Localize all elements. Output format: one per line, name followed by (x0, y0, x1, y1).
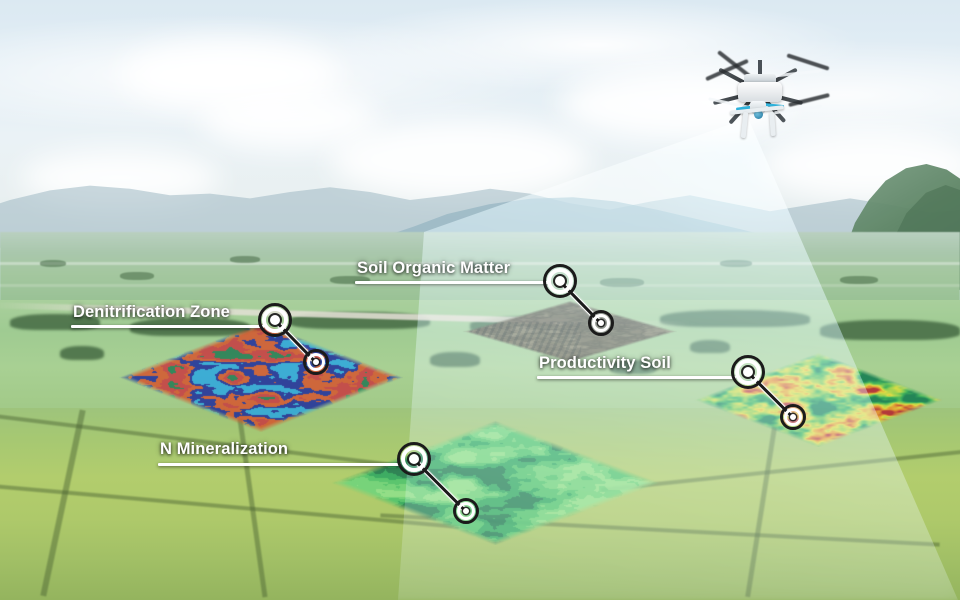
callout-node-target[interactable] (303, 349, 329, 375)
denitrification-heatmap[interactable] (118, 322, 403, 432)
callout-label: Soil Organic Matter (357, 259, 511, 277)
callout-node-target[interactable] (453, 498, 479, 524)
callout-node-primary[interactable] (731, 355, 765, 389)
callout-node-primary[interactable] (543, 264, 577, 298)
antenna-mast (758, 60, 762, 78)
n-mineralization-heatmap[interactable] (330, 420, 660, 545)
productivity-heatmap[interactable] (693, 352, 943, 447)
callout-label: Productivity Soil (539, 354, 671, 372)
callout-rule (537, 376, 736, 379)
callout-node-primary[interactable] (258, 303, 292, 337)
callout-rule (355, 281, 550, 284)
cloud (330, 120, 590, 200)
soil-organic-matter-patch[interactable] (462, 300, 677, 362)
callout-rule (71, 325, 264, 328)
callout-node-target[interactable] (588, 310, 614, 336)
camera-lens-icon (754, 110, 763, 119)
callout-label: Denitrification Zone (73, 303, 230, 321)
survey-drone[interactable] (700, 50, 830, 142)
callout-label: N Mineralization (160, 440, 289, 458)
callout-rule (158, 463, 401, 466)
callout-node-primary[interactable] (397, 442, 431, 476)
callout-node-target[interactable] (780, 404, 806, 430)
drone-body (738, 82, 782, 102)
